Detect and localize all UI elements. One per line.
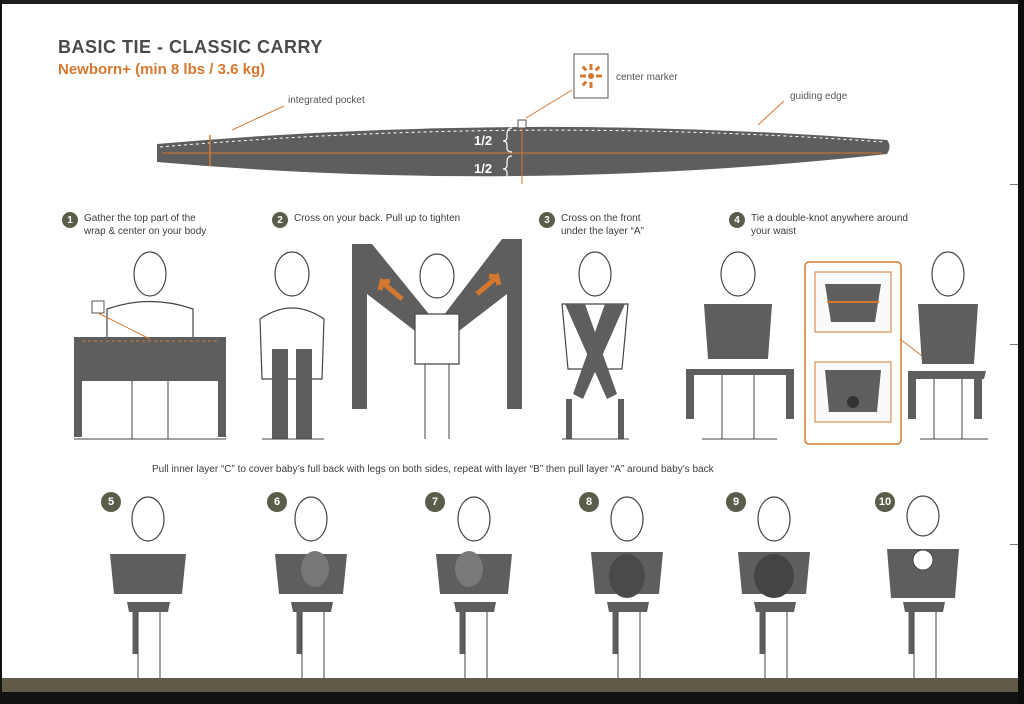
step-2-figure-wrap-cross (352, 239, 522, 439)
footer-bar (2, 678, 1018, 692)
step-badge-6: 6 (267, 492, 287, 512)
step-badge-7: 7 (425, 492, 445, 512)
step-3-figure (561, 251, 629, 440)
step-text-line: Gather the top part of the (84, 213, 196, 224)
step-8-figure (591, 496, 663, 681)
step-7-figure (436, 496, 512, 681)
step-badge-5: 5 (101, 492, 121, 512)
step-2-figure-back (259, 251, 325, 440)
layer-instructions-caption: Pull inner layer “C” to cover baby’s ful… (152, 464, 714, 475)
step-badge: 2 (272, 212, 288, 228)
step-text-line: Cross on the front (561, 213, 641, 224)
instruction-sheet: BASIC TIE - CLASSIC CARRY Newborn+ (min … (2, 0, 1018, 692)
step-badge: 3 (539, 212, 555, 228)
step-9-figure (738, 496, 810, 681)
step-badge-10: 10 (875, 492, 895, 512)
step-text-line: Cross on your back. Pull up to tighten (294, 213, 461, 224)
step-6-figure (275, 496, 347, 681)
step-text-line: Tie a double-knot anywhere around (751, 213, 908, 224)
step-5-figure (110, 496, 186, 681)
step-4-figure-front (899, 251, 988, 440)
wrap-diagram (157, 89, 890, 184)
center-marker-logo-icon (573, 53, 609, 99)
step-badge: 4 (729, 212, 745, 228)
viewer-edge (1018, 0, 1024, 704)
step-3-instruction: 3 Cross on the front under the layer “A” (539, 212, 644, 238)
step-1-figure (74, 251, 226, 440)
right-edge-mark (1010, 184, 1018, 189)
half-label-bottom: 1/2 (474, 161, 493, 176)
step-10-figure (887, 495, 959, 681)
center-marker-label: center marker (616, 72, 678, 83)
step-4-figure-back (686, 251, 794, 440)
integrated-pocket-label: integrated pocket (288, 95, 365, 106)
step-badge-9: 9 (726, 492, 746, 512)
page-title: BASIC TIE - CLASSIC CARRY (58, 37, 323, 57)
right-edge-mark (1010, 344, 1018, 349)
step-text-line: wrap & center on your body (84, 226, 207, 237)
step-text-line: under the layer “A” (561, 226, 644, 237)
guiding-edge-label: guiding edge (790, 91, 848, 102)
step-2-instruction: 2 Cross on your back. Pull up to tighten (272, 212, 460, 228)
step-4-instruction: 4 Tie a double-knot anywhere around your … (729, 212, 908, 238)
step-1-instruction: 1 Gather the top part of the wrap & cente… (62, 212, 206, 238)
half-label-top: 1/2 (474, 133, 493, 148)
right-edge-mark (1010, 544, 1018, 549)
step-text-line: your waist (751, 226, 797, 237)
page-subtitle: Newborn+ (min 8 lbs / 3.6 kg) (58, 61, 266, 78)
step-badge-8: 8 (579, 492, 599, 512)
step-badge: 1 (62, 212, 78, 228)
step-4-detail-box (804, 261, 902, 445)
